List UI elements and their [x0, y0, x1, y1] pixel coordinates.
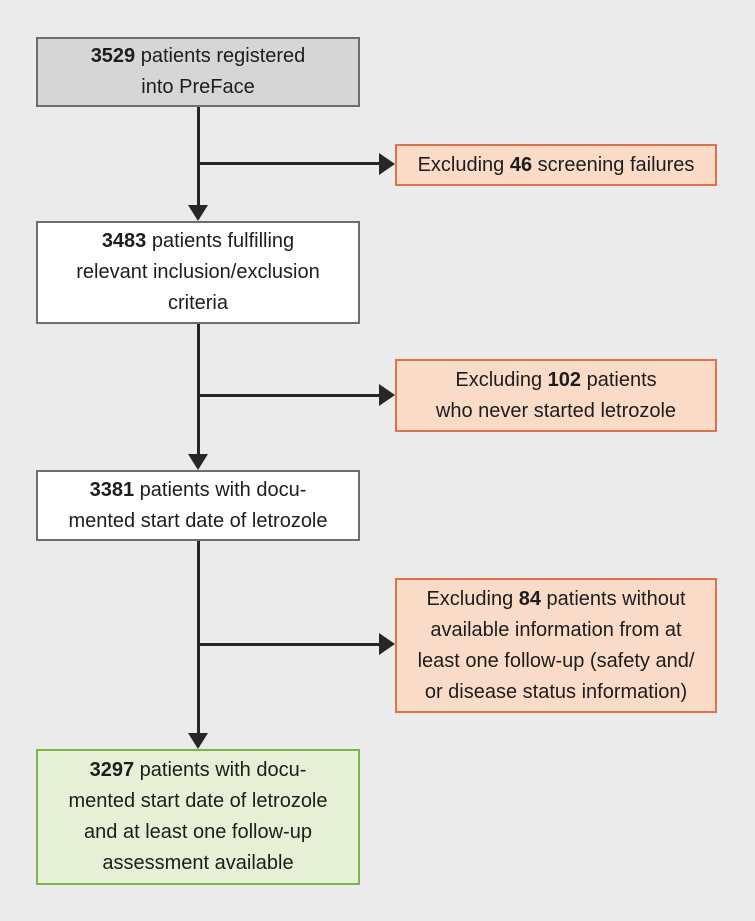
node-text-line: and at least one follow-up	[84, 821, 312, 843]
node-text-line: 3529 patients registered	[38, 41, 358, 72]
exclusion-text: patients without	[541, 587, 686, 610]
arrowhead-down-icon	[188, 454, 208, 470]
exclusion-text-line: least one follow-up (safety and/	[417, 649, 695, 672]
exclusion-text-line: Excluding 46 screening failures	[397, 150, 715, 181]
arrowhead-right-icon	[379, 153, 395, 175]
connector-branch-1	[197, 162, 382, 165]
exclusion-text-line: Excluding 84 patients without	[397, 584, 715, 615]
exclusion-text: screening failures	[532, 153, 695, 176]
exclusion-never-started: Excluding 102 patients who never started…	[395, 359, 717, 432]
node-final-population: 3297 patients with docu- mented start da…	[36, 749, 360, 885]
node-text-line: mented start date of letrozole	[68, 790, 328, 812]
exclusion-text: Excluding	[455, 368, 548, 391]
node-text: patients with docu-	[134, 759, 307, 781]
excluded-count: 84	[518, 587, 541, 610]
excluded-count: 102	[547, 368, 582, 391]
exclusion-text: Excluding	[426, 587, 519, 610]
node-text: patients with docu-	[134, 478, 307, 501]
patient-count: 3483	[101, 230, 147, 252]
node-text: patients fulfilling	[146, 230, 295, 252]
exclusion-text: Excluding	[417, 153, 510, 176]
connector-vertical-3	[197, 541, 200, 735]
node-documented-start: 3381 patients with docu- mented start da…	[36, 470, 360, 541]
patient-count: 3529	[90, 45, 136, 67]
exclusion-text-line: Excluding 102 patients	[397, 365, 715, 396]
exclusion-text-line: available information from at	[430, 618, 682, 641]
arrowhead-down-icon	[188, 733, 208, 749]
node-registered: 3529 patients registered into PreFace	[36, 37, 360, 107]
patient-count: 3297	[89, 759, 135, 781]
node-text-line: into PreFace	[141, 76, 255, 98]
node-text-line: criteria	[167, 292, 228, 314]
connector-vertical-1	[197, 107, 200, 207]
arrowhead-down-icon	[188, 205, 208, 221]
exclusion-screening-failures: Excluding 46 screening failures	[395, 144, 717, 186]
excluded-count: 46	[509, 153, 533, 176]
arrowhead-right-icon	[379, 633, 395, 655]
arrowhead-right-icon	[379, 384, 395, 406]
connector-vertical-2	[197, 324, 200, 456]
node-text-line: 3297 patients with docu-	[38, 755, 358, 786]
exclusion-text-line: who never started letrozole	[435, 399, 677, 422]
node-text: patients registered	[135, 45, 306, 67]
node-text-line: assessment available	[102, 852, 294, 874]
exclusion-text: patients	[581, 368, 657, 391]
exclusion-no-followup: Excluding 84 patients without available …	[395, 578, 717, 713]
node-text-line: relevant inclusion/exclusion	[76, 261, 320, 283]
node-text-line: 3381 patients with docu-	[38, 475, 358, 506]
patient-count: 3381	[89, 478, 135, 501]
node-text-line: mented start date of letrozole	[68, 509, 328, 532]
node-text-line: 3483 patients fulfilling	[38, 226, 358, 257]
connector-branch-3	[197, 643, 382, 646]
node-fulfilling-criteria: 3483 patients fulfilling relevant inclus…	[36, 221, 360, 324]
exclusion-text-line: or disease status information)	[424, 680, 688, 703]
connector-branch-2	[197, 394, 382, 397]
